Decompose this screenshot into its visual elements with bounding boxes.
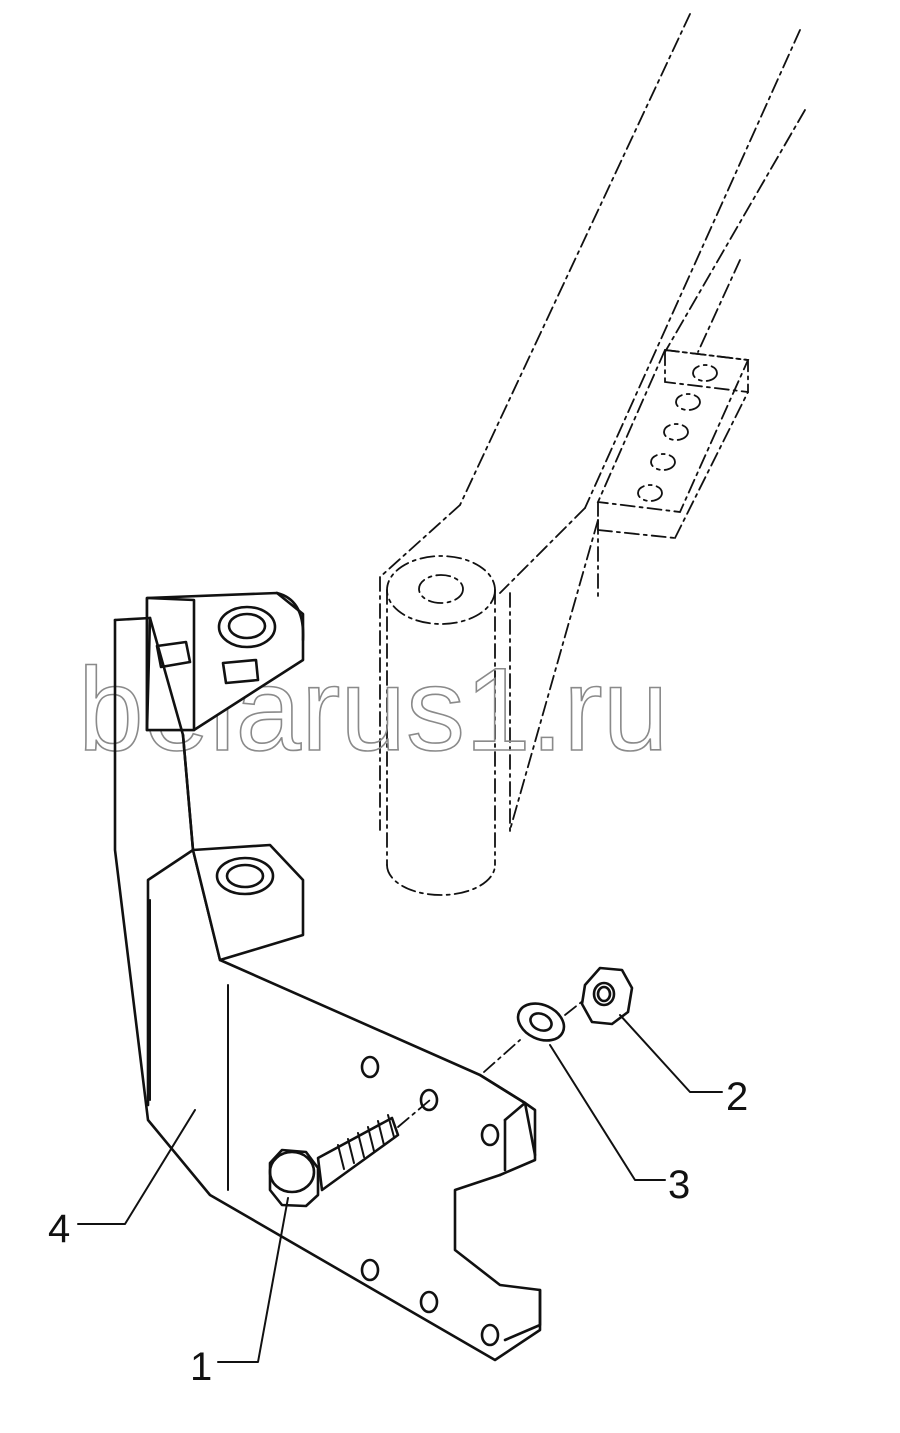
leader-lines [77,1014,723,1363]
spring-washer [483,999,585,1073]
callout-3: 3 [668,1163,690,1207]
hex-nut [580,966,634,1026]
bracket [113,591,542,1362]
bolt [268,1099,431,1208]
callout-4: 4 [48,1207,70,1251]
callout-2: 2 [726,1075,748,1119]
callout-1: 1 [190,1345,212,1389]
frame-beam-phantom [379,13,806,896]
